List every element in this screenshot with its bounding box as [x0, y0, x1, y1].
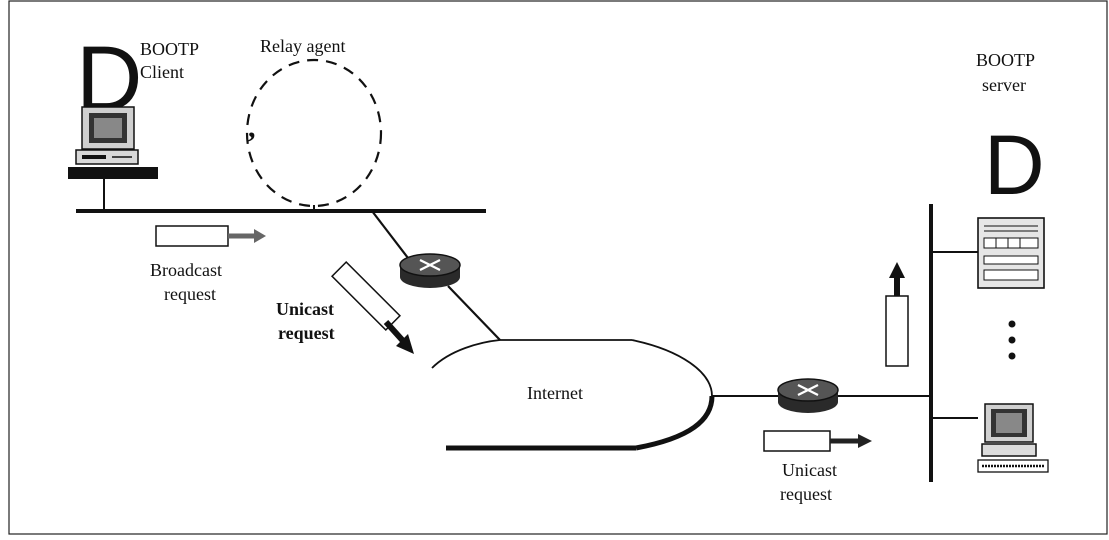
- unicast-request-packet-right: [763, 430, 872, 452]
- server-initial: D: [984, 118, 1045, 212]
- lan-to-router-link: [371, 210, 409, 259]
- unicast-request-right-label-line1: Unicast: [782, 460, 837, 480]
- unicast-request-left-label-line1: Unicast: [276, 299, 334, 319]
- server-label-line1: BOOTP: [976, 50, 1035, 70]
- unicast-request-right-label-line2: request: [780, 484, 832, 504]
- workstation-icon: [977, 403, 1049, 473]
- diagram-border: [8, 0, 1108, 535]
- left-router-icon: [399, 253, 461, 288]
- internet-cloud: [431, 339, 715, 451]
- relay-agent-mark: ,: [248, 111, 256, 144]
- router-to-internet-link: [447, 285, 501, 341]
- right-router-icon: [777, 378, 839, 413]
- server-tower-icon: [977, 217, 1045, 289]
- client-label-line2: Client: [140, 62, 184, 82]
- broadcast-request-packet: [155, 225, 266, 247]
- broadcast-request-label-line2: request: [164, 284, 216, 304]
- broadcast-request-label-line1: Broadcast: [150, 260, 222, 280]
- client-label-line1: BOOTP: [140, 39, 199, 59]
- client-computer-icon: [68, 106, 158, 211]
- relay-agent-label: Relay agent: [260, 36, 345, 56]
- unicast-request-left-label-line2: request: [278, 323, 335, 343]
- more-hosts-ellipsis: [1008, 320, 1016, 360]
- unicast-request-packet-left: [330, 260, 414, 354]
- server-label-line2: server: [982, 75, 1026, 95]
- upward-request-packet: [885, 262, 909, 367]
- relay-agent-circle: [245, 58, 383, 208]
- internet-label: Internet: [527, 383, 583, 403]
